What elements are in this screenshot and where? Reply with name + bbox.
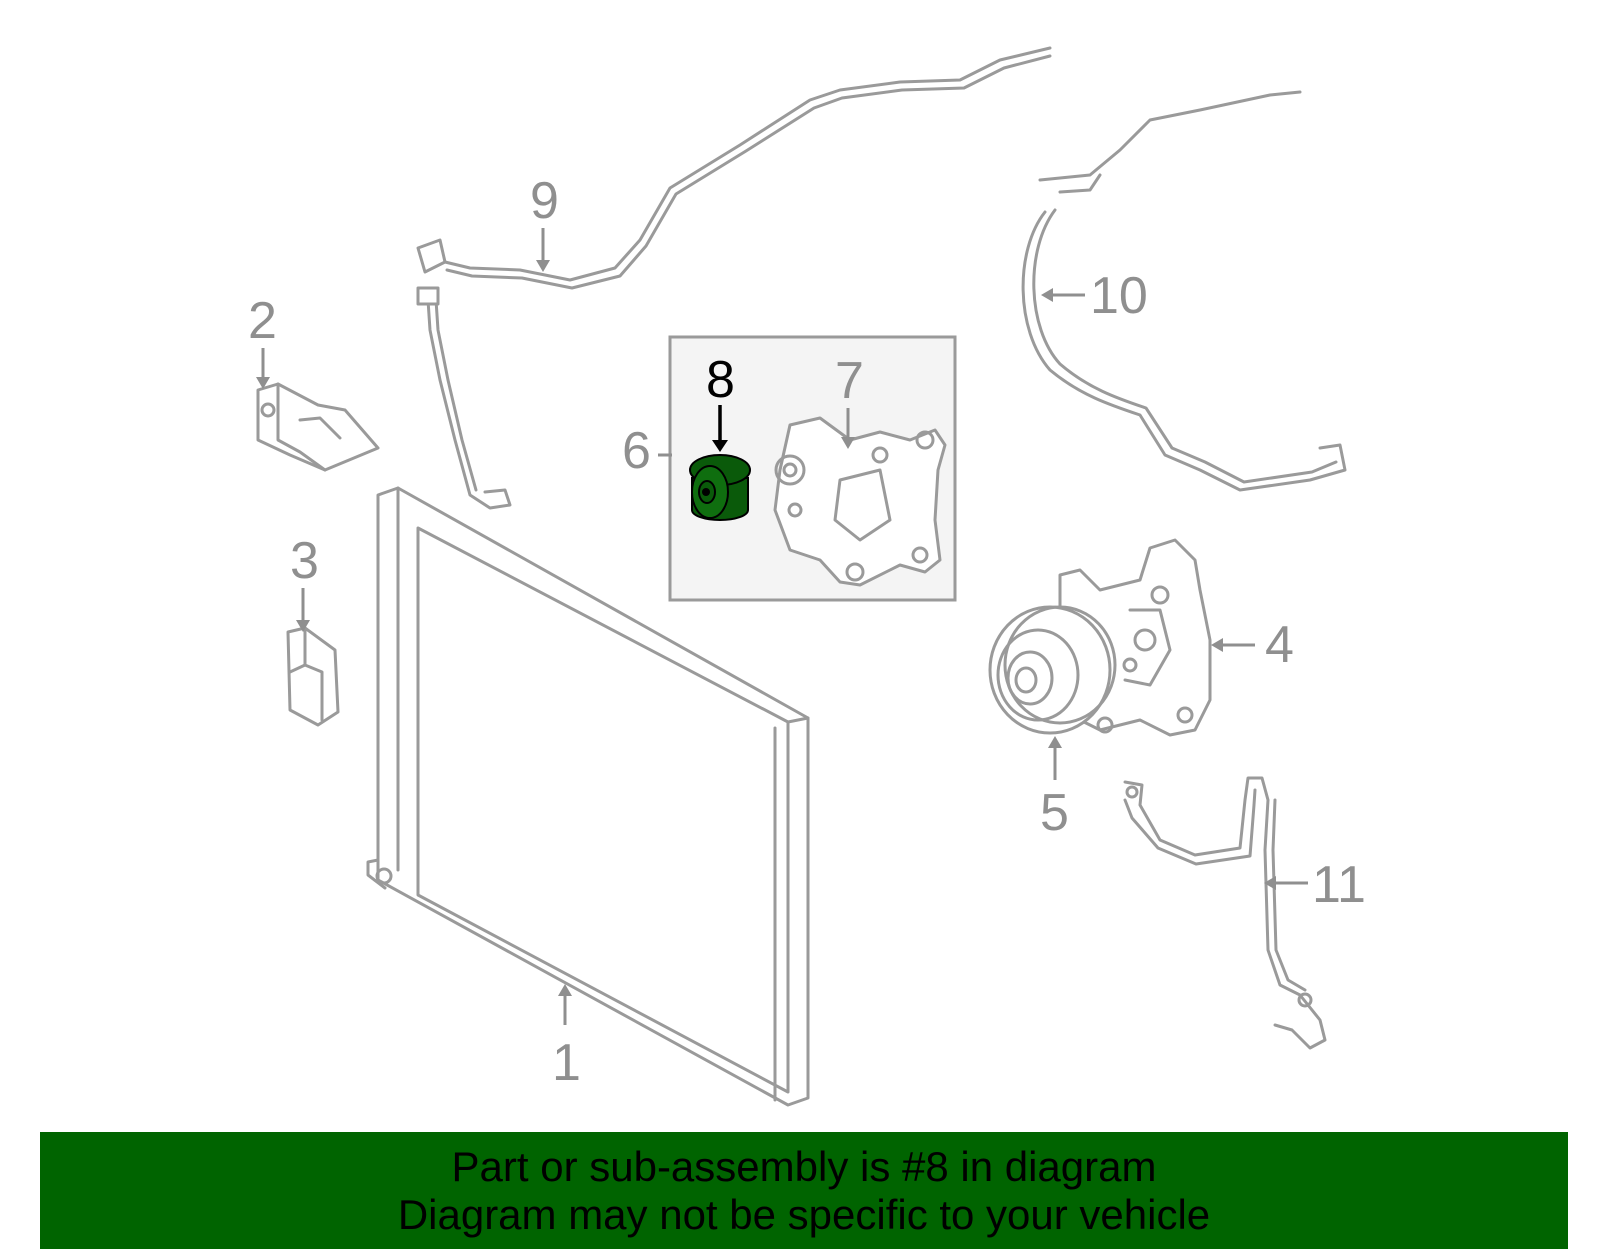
bracket-part-2 <box>256 382 380 472</box>
ac-line-part-11 <box>1123 776 1327 1050</box>
compressor-subassembly-inset <box>668 335 957 602</box>
ac-line-part-9 <box>416 46 1052 510</box>
callout-11: 11 <box>1312 856 1366 914</box>
part-notice-banner: Part or sub-assembly is #8 in diagram Di… <box>40 1132 1568 1249</box>
callout-9: 9 <box>530 172 559 230</box>
callout-7: 7 <box>835 352 864 410</box>
banner-line-1: Part or sub-assembly is #8 in diagram <box>451 1142 1157 1190</box>
condenser-part <box>366 486 810 1107</box>
clutch-part-5 <box>988 605 1117 735</box>
clutch-pulley-part-8-highlighted <box>689 454 751 521</box>
callout-8: 8 <box>706 351 735 409</box>
banner-line-2: Diagram may not be specific to your vehi… <box>397 1190 1211 1238</box>
callout-4: 4 <box>1265 616 1294 674</box>
callout-10: 10 <box>1090 267 1148 325</box>
callout-6: 6 <box>622 422 651 480</box>
bracket-part-3 <box>286 626 340 727</box>
compressor-housing-part-7 <box>773 416 947 587</box>
callout-5: 5 <box>1040 784 1069 842</box>
callout-3: 3 <box>290 532 319 590</box>
callout-2: 2 <box>248 292 277 350</box>
callout-labels: 1 2 3 4 5 6 7 8 9 10 11 <box>248 172 1366 1092</box>
callout-leaders <box>256 228 1308 1025</box>
callout-1: 1 <box>552 1034 581 1092</box>
ac-hose-part-10 <box>1021 90 1347 492</box>
